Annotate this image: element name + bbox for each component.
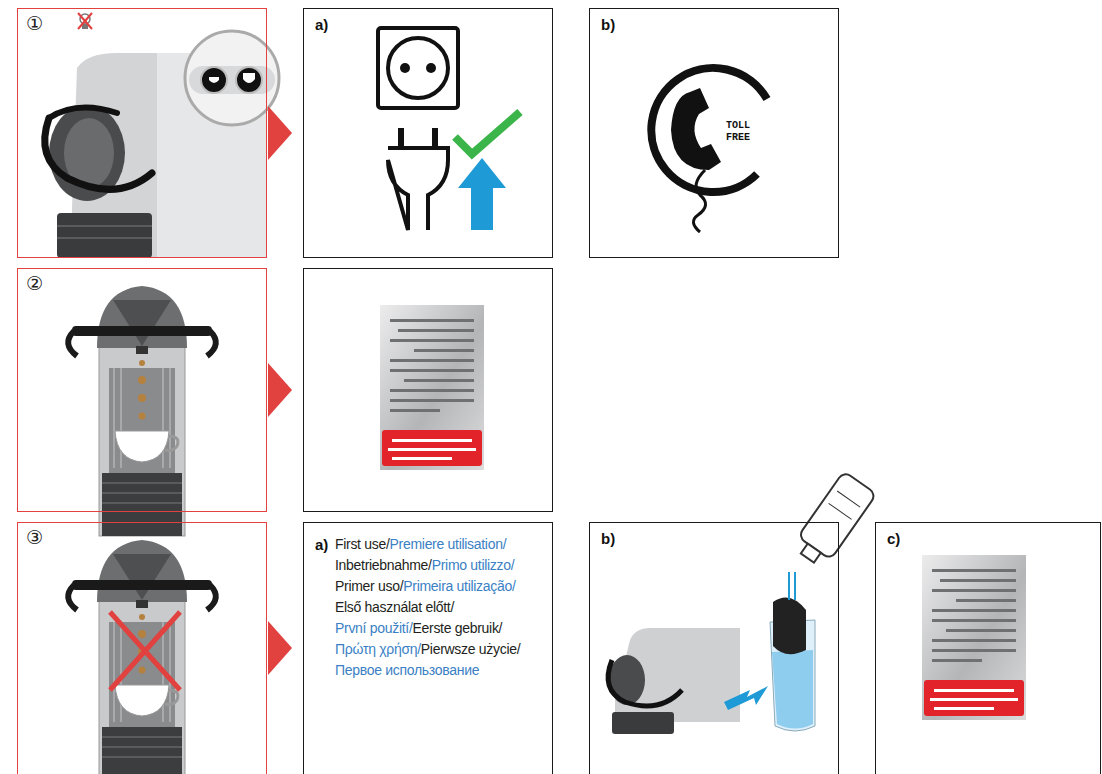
panel-letter: a): [315, 16, 328, 34]
panel-box: ③: [17, 522, 267, 774]
panel-box: a): [303, 8, 553, 258]
step-number: ③: [26, 526, 43, 548]
panel-box: [303, 268, 553, 512]
machine-front: [68, 286, 216, 536]
lungo-button: [236, 67, 262, 93]
water-refill: [608, 471, 876, 734]
socket-hole: [400, 63, 410, 73]
language-label: First use/: [335, 536, 390, 552]
bottle-ridge: [837, 491, 860, 507]
water: [772, 650, 813, 729]
document-icon: [380, 305, 484, 470]
panel-box: ①: [17, 8, 267, 258]
panel-box: a) First use/Premiere utilisation/Inbetri…: [303, 522, 553, 774]
inset-circle: [185, 31, 279, 125]
check-mark: [455, 112, 520, 154]
plug-prong: [398, 128, 404, 148]
lever: [45, 118, 152, 189]
lever: [49, 108, 117, 118]
cross-line: [110, 612, 180, 690]
water-stream: [788, 572, 790, 600]
panel-box: b): [589, 522, 839, 774]
cup-icon: [209, 77, 219, 83]
document-icon: [922, 555, 1026, 720]
language-label: Primo utilizzo/: [432, 557, 515, 573]
plug-socket: [378, 28, 520, 230]
language-label: Primer uso/: [335, 578, 403, 594]
step-arrow: [268, 621, 292, 675]
button-panel: [189, 66, 275, 94]
machine-front: [68, 540, 216, 774]
socket: [378, 28, 458, 108]
socket-hole: [426, 63, 436, 73]
socket-ring: [388, 38, 448, 98]
handset: [671, 88, 721, 170]
water-stream: [794, 572, 796, 600]
grid-line: [57, 225, 152, 227]
language-label: První použití/: [335, 620, 413, 636]
cross-line: [110, 612, 180, 690]
step-number: ②: [26, 272, 43, 294]
panel-letter: b): [601, 16, 615, 34]
phone-cord: [693, 170, 705, 232]
step-arrow: [268, 106, 292, 160]
plug: [388, 148, 448, 230]
panel-letter: c): [887, 530, 900, 548]
bottle: [791, 471, 877, 569]
language-label: Primeira utilização/: [403, 578, 515, 594]
plug-prong: [432, 128, 438, 148]
bottle-neck: [801, 544, 821, 563]
language-label: Πρώτη χρήση/: [335, 641, 421, 657]
panel-letter: a): [315, 536, 328, 554]
language-label: Első használat előtt/: [335, 599, 454, 615]
step-number: ①: [26, 12, 43, 34]
panel-letter: b): [601, 530, 615, 548]
language-label: Pierwsze użycie/: [421, 641, 520, 657]
language-label: Eerste gebruik/: [413, 620, 503, 636]
machine-side: [45, 13, 279, 258]
phone-icon: [651, 68, 767, 232]
drip-tray: [57, 213, 152, 258]
toll-free-text: TOLL FREE: [718, 120, 758, 144]
panel-box: b) TOLL FREE: [589, 8, 839, 258]
step-arrow: [268, 363, 292, 417]
language-label: Premiere utilisation/: [390, 536, 507, 552]
panel-box: ②: [17, 268, 267, 512]
insert-arrow: [724, 686, 768, 710]
cup-icon: [243, 73, 255, 83]
bottle-ridge: [829, 503, 852, 519]
up-arrow: [458, 158, 506, 230]
language-list: First use/Premiere utilisation/Inbetrieb…: [335, 534, 520, 681]
phone-ring: [651, 68, 767, 192]
language-label: Первое использование: [335, 662, 479, 678]
panel-box: c): [875, 522, 1101, 774]
cross-line: [78, 13, 92, 29]
grid-line: [57, 237, 152, 239]
language-label: Inbetriebnahme/: [335, 557, 432, 573]
drip-tray: [612, 712, 674, 734]
cross-line: [78, 13, 92, 29]
tank-lid: [773, 598, 806, 655]
espresso-button: [201, 67, 227, 93]
lever: [608, 660, 682, 706]
machine-side-face: [157, 53, 267, 258]
